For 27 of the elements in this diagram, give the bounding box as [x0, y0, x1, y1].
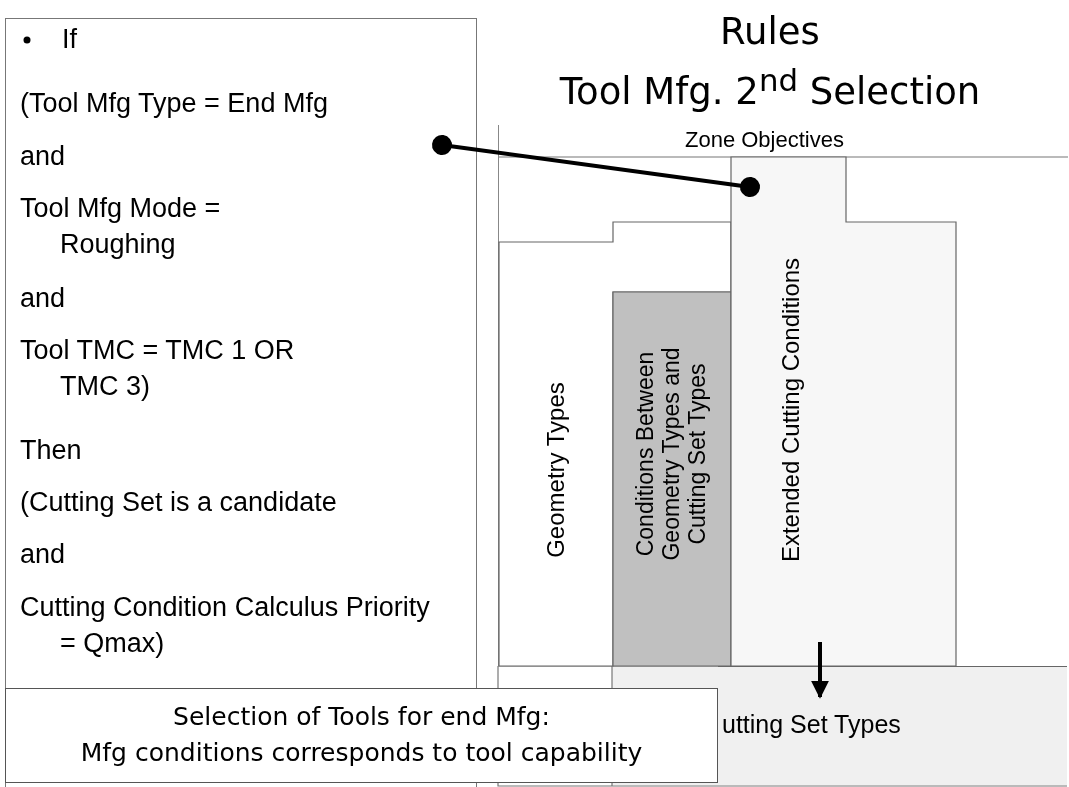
diagram-title: Rules	[719, 10, 821, 54]
region-label: Geometry Types	[542, 382, 570, 558]
region-label: Extended Cutting Conditions	[777, 257, 805, 563]
shaded-zone	[613, 292, 731, 666]
rule-line: Then	[20, 434, 83, 467]
region-label: utting Set Types	[722, 709, 901, 739]
region-label: Zone Objectives	[685, 127, 844, 153]
rule-line: Tool Mfg Mode = Roughing	[20, 192, 222, 261]
diagram-subtitle: Tool Mfg. 2$^{nd}$ Selection	[558, 61, 982, 115]
zone-band	[718, 666, 1067, 785]
rule-line: (Cutting Set is a candidate	[20, 486, 338, 519]
rule-line: and	[20, 140, 67, 173]
connector-line	[432, 135, 760, 197]
rule-line: (Tool Mfg Type = End Mfg	[20, 87, 329, 120]
zone-region	[731, 157, 956, 666]
rule-line: Tool TMC = TMC 1 OR TMC 3)	[20, 334, 296, 403]
rule-line: If	[62, 23, 78, 56]
zone-objectives-frame	[498, 125, 1067, 666]
zone-region	[499, 222, 731, 666]
rule-line: and	[20, 538, 67, 571]
caption-text: Selection of Tools for end Mfg:	[172, 701, 551, 733]
caption-box	[5, 688, 718, 783]
arrow	[811, 642, 829, 699]
rule-line: Cutting Condition Calculus Priority = Qmax)	[20, 591, 430, 660]
rule-line: and	[20, 282, 67, 315]
region-label: Conditions Between Geometry Types and Cutting Set Types	[633, 346, 711, 563]
caption-text: Mfg conditions corresponds to tool capability	[79, 737, 644, 769]
